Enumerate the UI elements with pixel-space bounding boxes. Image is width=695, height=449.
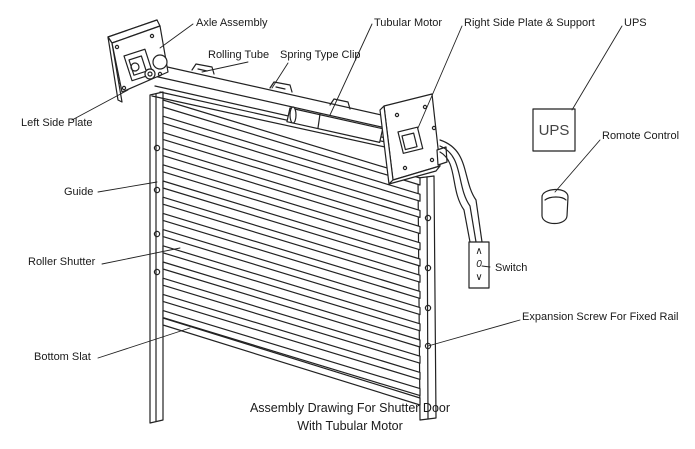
left-guide-rail [149,91,164,424]
remote-control-drawing [541,188,569,225]
spring-clips [191,63,351,110]
shutter-slat [162,293,421,380]
label-tubular-motor: Tubular Motor [374,17,443,29]
tubular-motor-drawing [286,106,384,143]
label-expansion-screw: Expansion Screw For Fixed Rail [522,311,679,323]
label-right-side-plate: Right Side Plate & Support [464,17,595,29]
shutter-slat [162,148,421,235]
shutter-slat [162,180,421,267]
label-switch: Switch [495,262,528,274]
shutter-slat [162,310,421,397]
shutter-slat [162,277,421,364]
switch-cable [439,139,483,243]
caption-line-2: With Tubular Motor [297,419,403,433]
switch-up-symbol: ∧ [475,246,483,257]
ups-box-text: UPS [538,122,570,139]
right-guide-rail [417,175,437,421]
bottom-slat [162,317,421,406]
switch-stop-symbol: 0 [476,259,482,270]
label-bottom-slat: Bottom Slat [34,351,91,363]
shutter-slat [162,164,421,251]
right-side-plate-drawing [379,93,448,185]
shutter-slat [162,115,421,202]
caption-line-1: Assembly Drawing For Shutter Door [249,401,451,415]
shutter-slat [162,131,421,218]
shutter-slat [162,229,421,316]
label-guide: Guide [64,186,94,198]
roller-shutter-slats [162,99,421,397]
label-roller-shutter: Roller Shutter [28,256,96,268]
shutter-slat [162,245,421,332]
ups-box [532,108,576,152]
label-left-side-plate: Left Side Plate [21,117,93,129]
label-remote-control: Romote Control [602,130,680,142]
rolling-tube-shaft [144,61,396,148]
label-spring-clip: Spring Type Clip [280,49,361,61]
shutter-slat [162,196,421,283]
label-rolling-tube: Rolling Tube [208,49,270,61]
switch-box [468,241,490,289]
switch-down-symbol: ∨ [475,272,483,283]
label-ups: UPS [624,17,647,29]
shutter-slat [162,99,421,186]
shutter-slat [162,212,421,299]
label-axle-assembly: Axle Assembly [196,17,268,29]
shutter-slat [162,261,421,348]
left-side-plate-drawing [107,19,169,103]
leader-lines [71,23,623,359]
